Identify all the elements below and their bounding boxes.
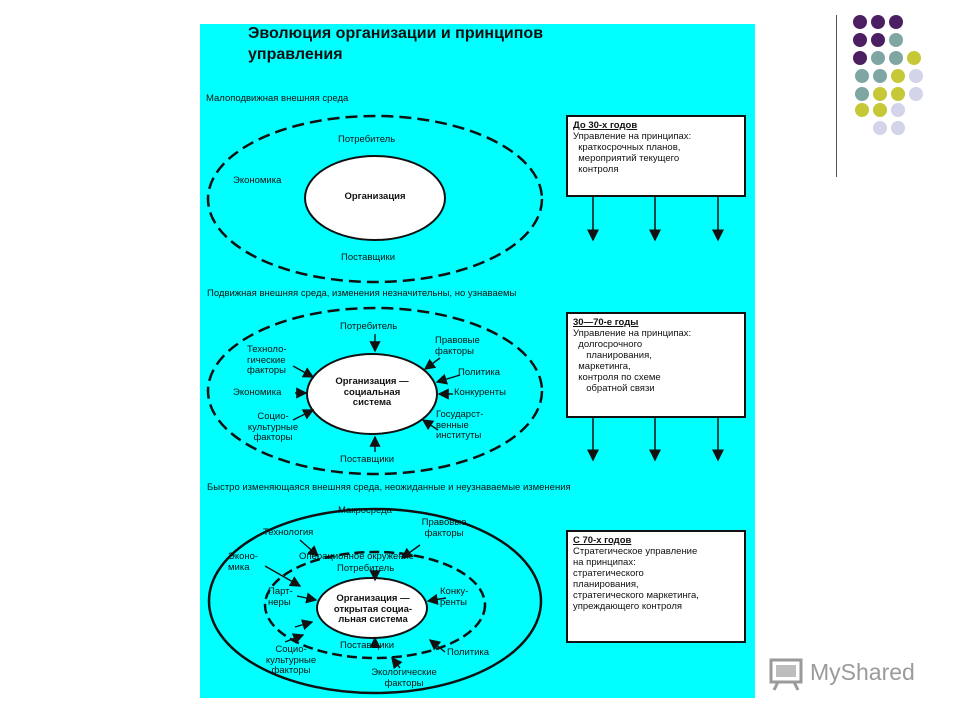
decorative-dot <box>871 33 885 47</box>
stage3-organization-label: Организация — открытая социа- льная сист… <box>333 593 413 625</box>
decorative-dot-grid <box>853 15 923 135</box>
stage2-state-label: Государст- венные институты <box>436 409 484 441</box>
decorative-dot <box>891 87 905 101</box>
stage3-heading: Быстро изменяющаяся внешняя среда, неожи… <box>207 482 571 493</box>
slide-title: Эволюция организации и принципов управле… <box>248 25 544 63</box>
stage1-consumer-label: Потребитель <box>338 134 396 145</box>
stage2-tech-label: Техноло- гические факторы <box>247 344 287 376</box>
stage2-heading: Подвижная внешняя среда, изменения незна… <box>207 288 517 299</box>
stage3-operational-label: Операционное окружение <box>299 551 415 562</box>
stage3-operational-ellipse <box>263 550 487 660</box>
period-box-text: Управление на принципах: долгосрочного п… <box>573 328 692 394</box>
decorative-divider-line <box>836 15 837 177</box>
stage2-consumer-label: Потребитель <box>340 321 398 332</box>
myshared-logo: MyShared <box>768 656 938 696</box>
period-box-heading: С 70-х годов <box>573 535 632 546</box>
stage3-macro-label: Макросреда <box>338 505 392 516</box>
decorative-dot <box>889 33 903 47</box>
stage2-legal-label: Правовые факторы <box>435 335 480 357</box>
decorative-dot <box>873 103 887 117</box>
stage2-organization-label: Организация — социальная система <box>335 376 409 408</box>
decorative-dot <box>871 51 885 65</box>
period-box-30s-70s: 30—70-е годы Управление на принципах: до… <box>566 312 746 418</box>
stage3-consumer-label: Потребитель <box>337 563 395 574</box>
stage2-economy-label: Экономика <box>233 387 282 398</box>
stage2-competitors-label: Конкуренты <box>454 387 506 398</box>
decorative-dot <box>855 103 869 117</box>
decorative-dot <box>891 69 905 83</box>
logo-text: MyShared <box>810 659 915 685</box>
stage2-environment-ellipse <box>206 306 544 476</box>
period-box-text: Управление на принципах: краткосрочных п… <box>573 131 692 175</box>
decorative-dot <box>871 15 885 29</box>
stage3-suppliers-label: Поставщики <box>340 640 395 651</box>
decorative-dot <box>853 15 867 29</box>
stage3-macro-ellipse <box>207 507 543 695</box>
decorative-dot <box>907 51 921 65</box>
stage3-politics-label: Политика <box>447 647 490 658</box>
stage3-ecology-label: Экологические факторы <box>371 667 437 689</box>
decorative-dot <box>909 69 923 83</box>
stage2-sociocultural-label: Социо- культурные факторы <box>247 411 299 443</box>
stage3-economy-label: Эконо- мика <box>228 551 259 573</box>
stage3-technology-label: Технология <box>263 527 314 538</box>
stage1-suppliers-label: Поставщики <box>341 252 396 263</box>
decorative-dot <box>889 15 903 29</box>
decorative-dot <box>909 87 923 101</box>
period-box-heading: До 30-х годов <box>573 120 638 131</box>
stage3-partners-label: Парт- неры <box>268 586 293 608</box>
stage1-organization-label: Организация <box>344 191 406 202</box>
stage1-economy-label: Экономика <box>233 175 282 186</box>
decorative-dot <box>891 103 905 117</box>
stage3-legal-label: Правовые факторы <box>421 517 467 539</box>
period-box-heading: 30—70-е годы <box>573 317 639 328</box>
decorative-dot <box>853 33 867 47</box>
decorative-dot <box>873 121 887 135</box>
stage3-sociocultural-label: Социо- культурные факторы <box>265 644 317 676</box>
stage2-politics-label: Политика <box>458 367 501 378</box>
stage2-suppliers-label: Поставщики <box>340 454 395 465</box>
stage1-organization-ellipse <box>304 155 446 241</box>
decorative-dot <box>855 69 869 83</box>
stage1-heading: Малоподвижная внешняя среда <box>206 93 349 104</box>
presentation-board-icon <box>769 658 803 691</box>
decorative-dot <box>873 69 887 83</box>
period-box-text: Стратегическое управление на принципах: … <box>573 546 699 612</box>
decorative-dot <box>853 51 867 65</box>
decorative-dot <box>855 87 869 101</box>
period-box-before-30s: До 30-х годов Управление на принципах: к… <box>566 115 746 197</box>
decorative-dot <box>891 121 905 135</box>
decorative-dot <box>889 51 903 65</box>
period-box-after-70s: С 70-х годов Стратегическое управление н… <box>566 530 746 643</box>
stage3-competitors-label: Конку- ренты <box>440 586 469 608</box>
stage1-environment-ellipse <box>206 114 544 284</box>
decorative-dot <box>873 87 887 101</box>
